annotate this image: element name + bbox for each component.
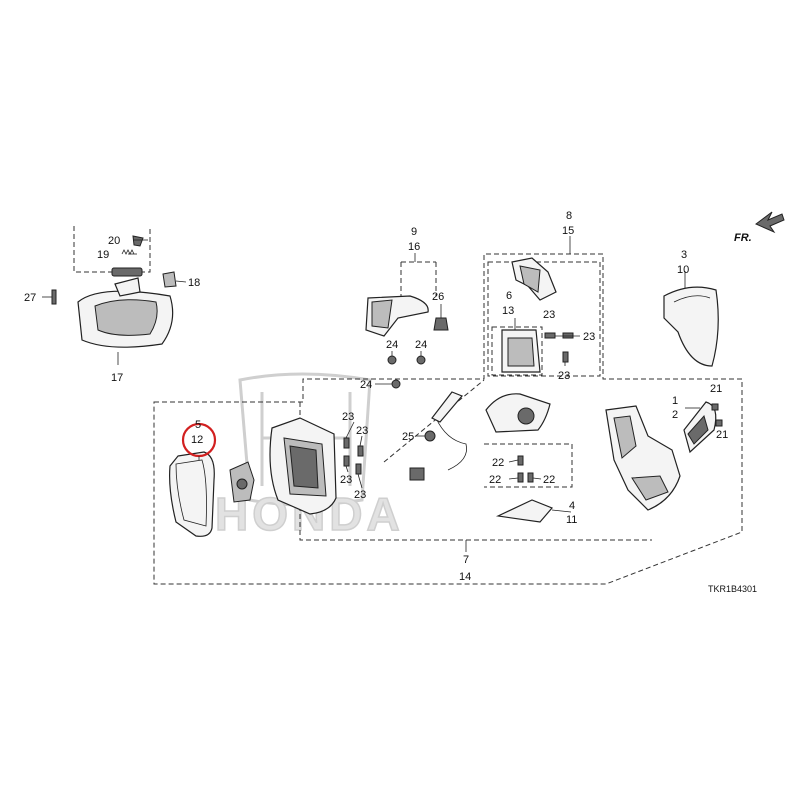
callout-2: 2 — [672, 409, 678, 421]
callout-20: 20 — [108, 235, 120, 247]
front-direction-arrow: FR. — [734, 211, 785, 244]
screw-part-20 — [132, 235, 144, 247]
screws-part-23-lower — [343, 437, 364, 475]
skull-cap — [663, 286, 719, 367]
mirror-under-cover — [495, 499, 554, 523]
screw-part-27 — [51, 289, 57, 305]
callout-4: 4 — [569, 500, 575, 512]
screws-part-24 — [387, 355, 426, 389]
callout-16: 16 — [408, 241, 420, 253]
callout-1: 1 — [672, 395, 678, 407]
power-actuator — [501, 329, 541, 373]
callout-25: 25 — [402, 431, 414, 443]
callout-23b: 23 — [583, 331, 595, 343]
callout-22a: 22 — [492, 457, 504, 469]
callout-24a: 24 — [386, 339, 398, 351]
callout-23f: 23 — [340, 474, 352, 486]
screws-part-22 — [517, 455, 534, 483]
callout-10: 10 — [677, 264, 689, 276]
callout-24c: 24 — [360, 379, 372, 391]
wire-harness — [431, 391, 467, 471]
mirror-housing-shell — [605, 405, 681, 511]
turn-signal-unit — [683, 401, 717, 454]
mirror-lower-base — [485, 393, 551, 433]
callout-23d: 23 — [342, 411, 354, 423]
callout-12: 12 — [191, 434, 203, 446]
callout-15: 15 — [562, 225, 574, 237]
callout-23g: 23 — [354, 489, 366, 501]
connector — [409, 467, 425, 481]
callout-23e: 23 — [356, 425, 368, 437]
callout-17: 17 — [111, 372, 123, 384]
callout-23c: 23 — [558, 370, 570, 382]
callouts: 20 19 18 27 17 9 16 26 24 24 24 8 15 6 1… — [24, 210, 728, 583]
callout-22c: 22 — [543, 474, 555, 486]
callout-6: 6 — [506, 290, 512, 302]
clip-part-25 — [424, 430, 436, 442]
callout-9: 9 — [411, 226, 417, 238]
callout-24b: 24 — [415, 339, 427, 351]
callout-23a: 23 — [543, 309, 555, 321]
callout-13: 13 — [502, 305, 514, 317]
callout-7: 7 — [463, 554, 469, 566]
callout-27: 27 — [24, 292, 36, 304]
nut-part-26 — [433, 317, 449, 331]
callout-8: 8 — [566, 210, 572, 222]
glass-actuator — [229, 461, 255, 503]
callout-3: 3 — [681, 249, 687, 261]
screws-part-21 — [711, 403, 723, 427]
mirror-housing-frame — [269, 417, 337, 515]
rear-view-mirror — [77, 267, 174, 348]
mirror-glass — [169, 451, 215, 537]
callout-21a: 21 — [710, 383, 722, 395]
callout-11: 11 — [566, 514, 577, 526]
callout-18: 18 — [188, 277, 200, 289]
callout-14: 14 — [459, 571, 471, 583]
leader-lines — [42, 236, 700, 552]
callout-22b: 22 — [489, 474, 501, 486]
cover-part-18 — [162, 271, 177, 288]
spring-part-19 — [121, 249, 135, 255]
screws-part-23-upper — [544, 332, 574, 363]
callout-26: 26 — [432, 291, 444, 303]
mirror-base-mount — [511, 257, 557, 301]
callout-21b: 21 — [716, 429, 728, 441]
front-label: FR. — [734, 232, 752, 244]
drawing-code: TKR1B4301 — [708, 584, 757, 594]
callout-5: 5 — [195, 419, 201, 431]
callout-19: 19 — [97, 249, 109, 261]
mirror-bracket — [365, 295, 429, 337]
